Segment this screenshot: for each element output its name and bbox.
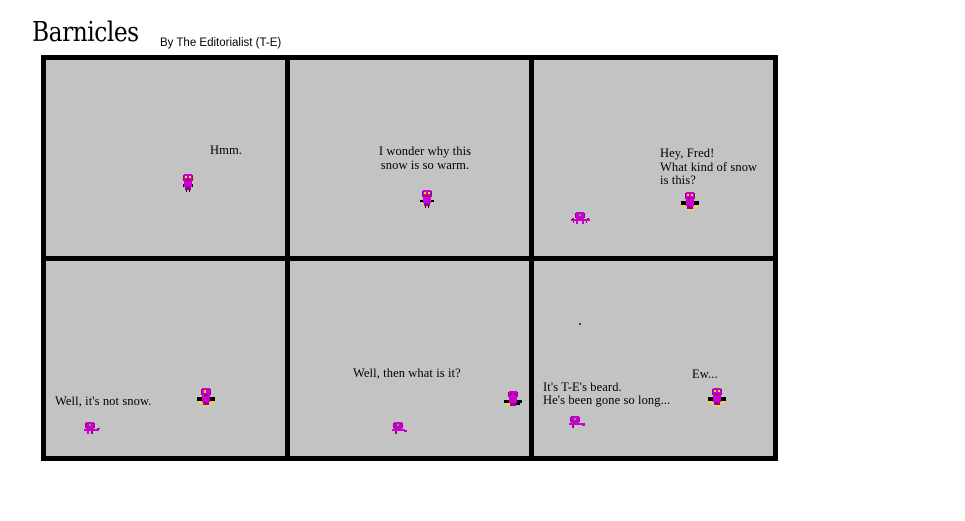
panel-3-dialogue: Hey, Fred! What kind of snow is this?	[660, 146, 758, 187]
panel-2-dialogue: I wonder why this snow is so warm.	[378, 144, 472, 172]
character-standing-wings	[195, 387, 217, 409]
comic-panel-3: Hey, Fred! What kind of snow is this?	[534, 60, 773, 256]
character-standing-wings	[706, 387, 728, 409]
character-crawling	[570, 207, 592, 229]
comic-panel-1: Hmm.	[46, 60, 285, 256]
comic-byline: By The Editorialist (T-E)	[160, 37, 282, 49]
comic-panel-5: Well, then what is it?	[290, 260, 529, 456]
comic-title: Barnicles	[32, 17, 139, 48]
character-standing-wings	[502, 390, 524, 412]
panel-5-dialogue: Well, then what is it?	[353, 365, 461, 380]
comic-header: Barnicles By The Editorialist (T-E)	[0, 0, 965, 56]
character-standing	[416, 188, 438, 210]
panel-1-dialogue: Hmm.	[210, 143, 242, 157]
comic-panel-6: It's T-E's beard. He's been gone so long…	[534, 260, 773, 456]
character-standing	[177, 172, 199, 194]
comic-panel-2: I wonder why this snow is so warm.	[290, 60, 529, 256]
comic-panel-4: Well, it's not snow.	[46, 260, 285, 456]
character-crawling	[390, 418, 412, 440]
comic-panel-grid: Hmm. I wonder why this snow is so warm.	[41, 55, 778, 461]
character-crawling	[567, 412, 589, 434]
panel-4-dialogue: Well, it's not snow.	[55, 393, 152, 408]
panel-6-speck	[579, 322, 581, 325]
panel-6-dialogue-secondary: Ew...	[692, 366, 718, 381]
panel-6-dialogue: It's T-E's beard. He's been gone so long…	[543, 379, 671, 407]
character-crawling	[82, 418, 104, 440]
character-standing-wings	[679, 191, 701, 213]
